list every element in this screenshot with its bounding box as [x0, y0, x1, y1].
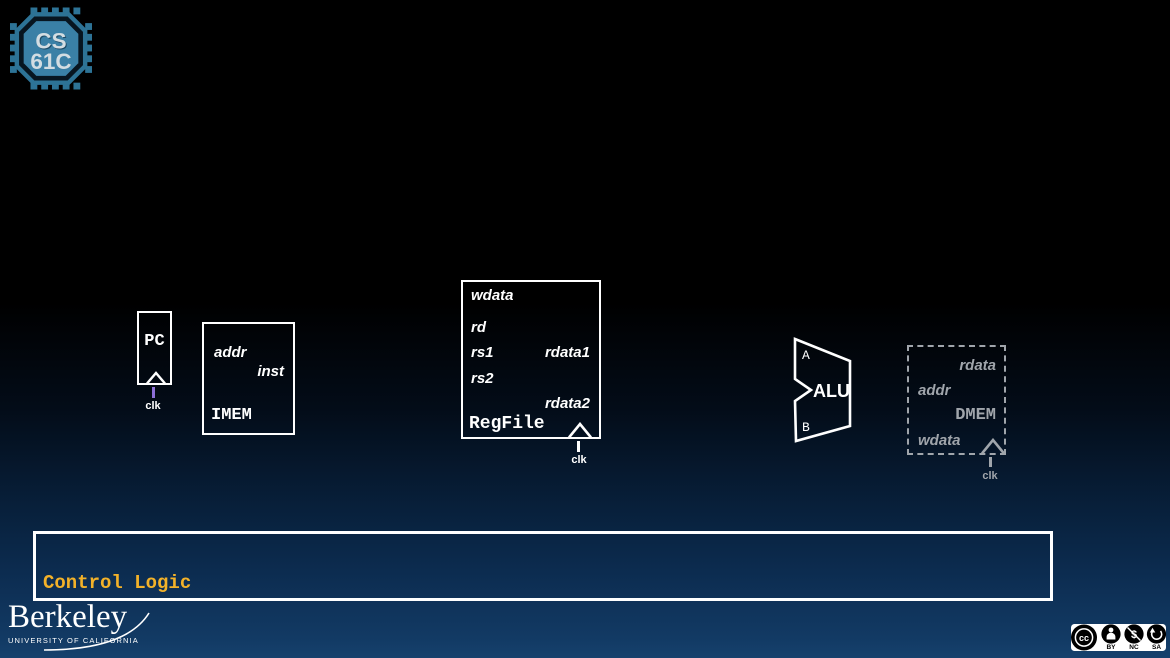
logo-line1: CS [35, 29, 66, 54]
dmem-port-wdata: wdata [918, 432, 961, 449]
regfile-port-wdata: wdata [471, 287, 514, 304]
berkeley-logo: Berkeley UNIVERSITY OF CALIFORNIA [8, 599, 168, 651]
alu-title: ALU [813, 381, 850, 401]
control-logic-box: Control Logic [33, 531, 1053, 601]
cc-nc-label: NC [1129, 644, 1139, 651]
dmem-clk-label: clk [982, 470, 998, 482]
regfile-title: RegFile [469, 414, 545, 434]
regfile-clk-wire [577, 441, 580, 452]
alu-shape: A B ALU [793, 337, 852, 443]
dmem-clock-triangle-icon [980, 438, 1006, 454]
dmem-title: DMEM [955, 406, 996, 425]
berkeley-swoosh [43, 612, 150, 651]
cc-nc-icon: $ [1124, 624, 1144, 644]
berkeley-wordmark: Berkeley [8, 599, 128, 635]
imem-port-inst: inst [257, 363, 284, 380]
dmem-port-addr: addr [918, 382, 951, 399]
regfile-port-rd: rd [471, 319, 486, 336]
alu-input-a-label: A [802, 348, 810, 363]
dmem-block: rdata addr DMEM wdata [907, 345, 1006, 455]
dmem-port-rdata: rdata [959, 357, 996, 374]
imem-block: addr inst IMEM [202, 322, 295, 435]
regfile-port-rdata1: rdata1 [544, 344, 590, 361]
control-logic-title: Control Logic [43, 572, 192, 594]
chip-pins [10, 7, 92, 90]
berkeley-subtitle: UNIVERSITY OF CALIFORNIA [8, 636, 139, 645]
alu-input-b-label: B [802, 420, 810, 435]
cc-icon: cc [1071, 624, 1097, 651]
regfile-port-rs1: rs1 [471, 344, 494, 361]
cc-license-badge: cc BY $ NC SA [1071, 624, 1167, 651]
regfile-clock-triangle-icon [567, 422, 593, 438]
cc-by-icon [1101, 624, 1121, 644]
regfile-clk-label: clk [571, 454, 587, 466]
pc-clock-triangle-icon [146, 371, 166, 384]
cc-by-label: BY [1106, 644, 1116, 651]
cs61c-logo: CS 61C [10, 7, 92, 90]
cc-sa-icon [1146, 624, 1167, 644]
svg-text:cc: cc [1079, 633, 1089, 643]
dmem-clk-wire [989, 457, 992, 467]
cc-sa-label: SA [1152, 644, 1161, 651]
pc-block: PC [137, 311, 172, 385]
pc-clk-wire [152, 387, 155, 398]
imem-port-addr: addr [214, 344, 247, 361]
pc-title: PC [144, 332, 165, 351]
chip-face [23, 21, 79, 76]
pc-clk-label: clk [145, 400, 161, 412]
regfile-block: wdata rd rs1 rdata1 rs2 rdata2 RegFile [461, 280, 601, 439]
logo-line2: 61C [30, 49, 71, 74]
imem-title: IMEM [211, 406, 252, 425]
regfile-port-rs2: rs2 [471, 370, 494, 387]
regfile-port-rdata2: rdata2 [544, 395, 590, 412]
